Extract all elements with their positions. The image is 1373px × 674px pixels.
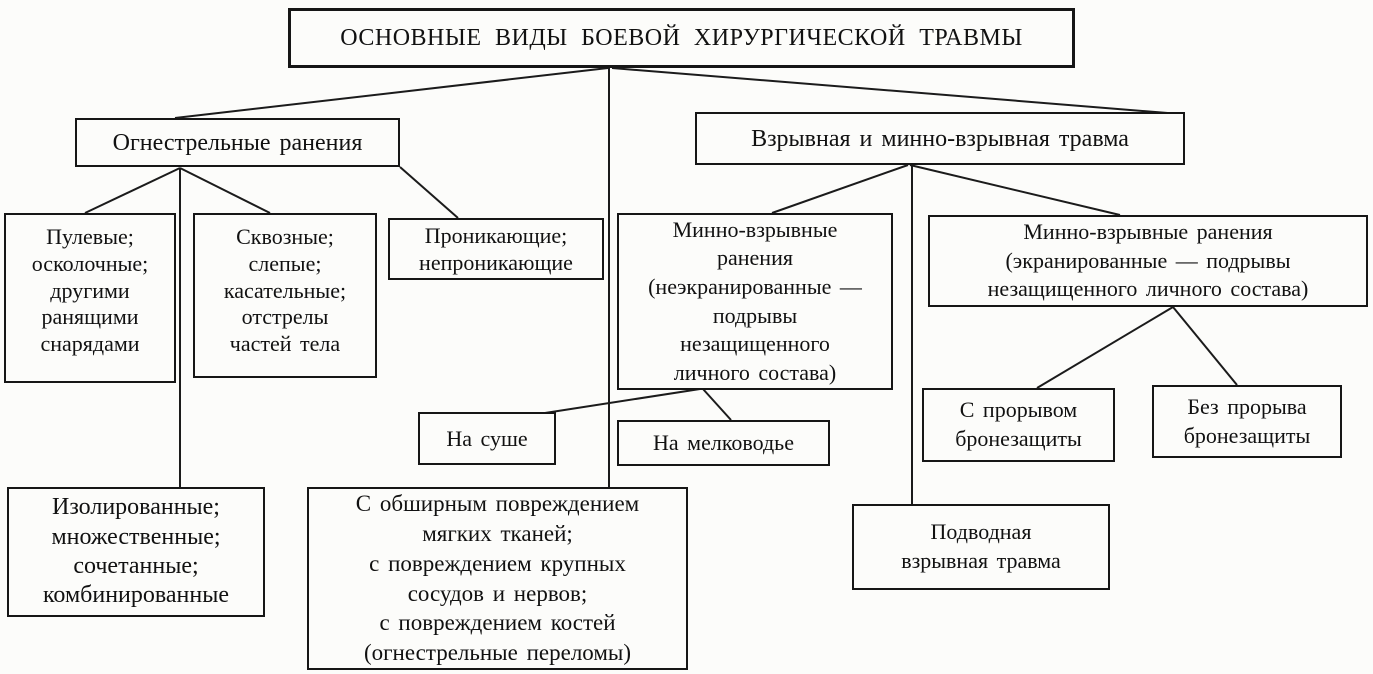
node-soft-tissue-vessel-bone-damage: С обширным повреждением мягких тканей; с… xyxy=(307,487,688,670)
node-on-land: На суше xyxy=(418,412,556,465)
edge-gunshot-bullet xyxy=(84,167,181,214)
edge-mine-shielded-intact xyxy=(1172,306,1238,386)
node-penetrating-wounds: Проникающие; непроникающие xyxy=(388,218,604,280)
edge-explosive-mine-shielded xyxy=(909,164,1121,216)
edge-gunshot-through xyxy=(179,167,271,214)
node-mine-blast-unshielded: Минно-взрывные ранения (неэкранированные… xyxy=(617,213,893,390)
edge-mine-shielded-breached xyxy=(1036,306,1174,389)
node-underwater-blast-trauma: Подводная взрывная травма xyxy=(852,504,1110,590)
edge-mine-unshielded-on-land xyxy=(544,388,701,414)
edge-title-gunshot xyxy=(174,67,609,119)
edge-gunshot-penetrating xyxy=(399,166,459,219)
node-armor-breached: С прорывом бронезащиты xyxy=(922,388,1115,462)
edge-mine-unshielded-shallow xyxy=(702,388,732,421)
node-isolated-multiple-combined: Изолированные; множественные; сочетанные… xyxy=(7,487,265,617)
node-armor-intact: Без прорыва бронезащиты xyxy=(1152,385,1342,458)
node-shallow-water: На мелководье xyxy=(617,420,830,466)
edge-explosive-mine-unshielded xyxy=(771,164,909,214)
node-mine-blast-shielded: Минно-взрывные ранения (экранированные —… xyxy=(928,215,1368,307)
node-explosive-trauma: Взрывная и минно-взрывная травма xyxy=(695,112,1185,165)
edge-title-explosive xyxy=(611,67,1181,115)
node-main-title: ОСНОВНЫЕ ВИДЫ БОЕВОЙ ХИРУРГИЧЕСКОЙ ТРАВМ… xyxy=(288,8,1075,68)
node-bullet-fragment-wounds: Пулевые; осколочные; другими ранящими сн… xyxy=(4,213,176,383)
node-gunshot-wounds: Огнестрельные ранения xyxy=(75,118,400,167)
node-through-blind-wounds: Сквозные; слепые; касательные; отстрелы … xyxy=(193,213,377,378)
